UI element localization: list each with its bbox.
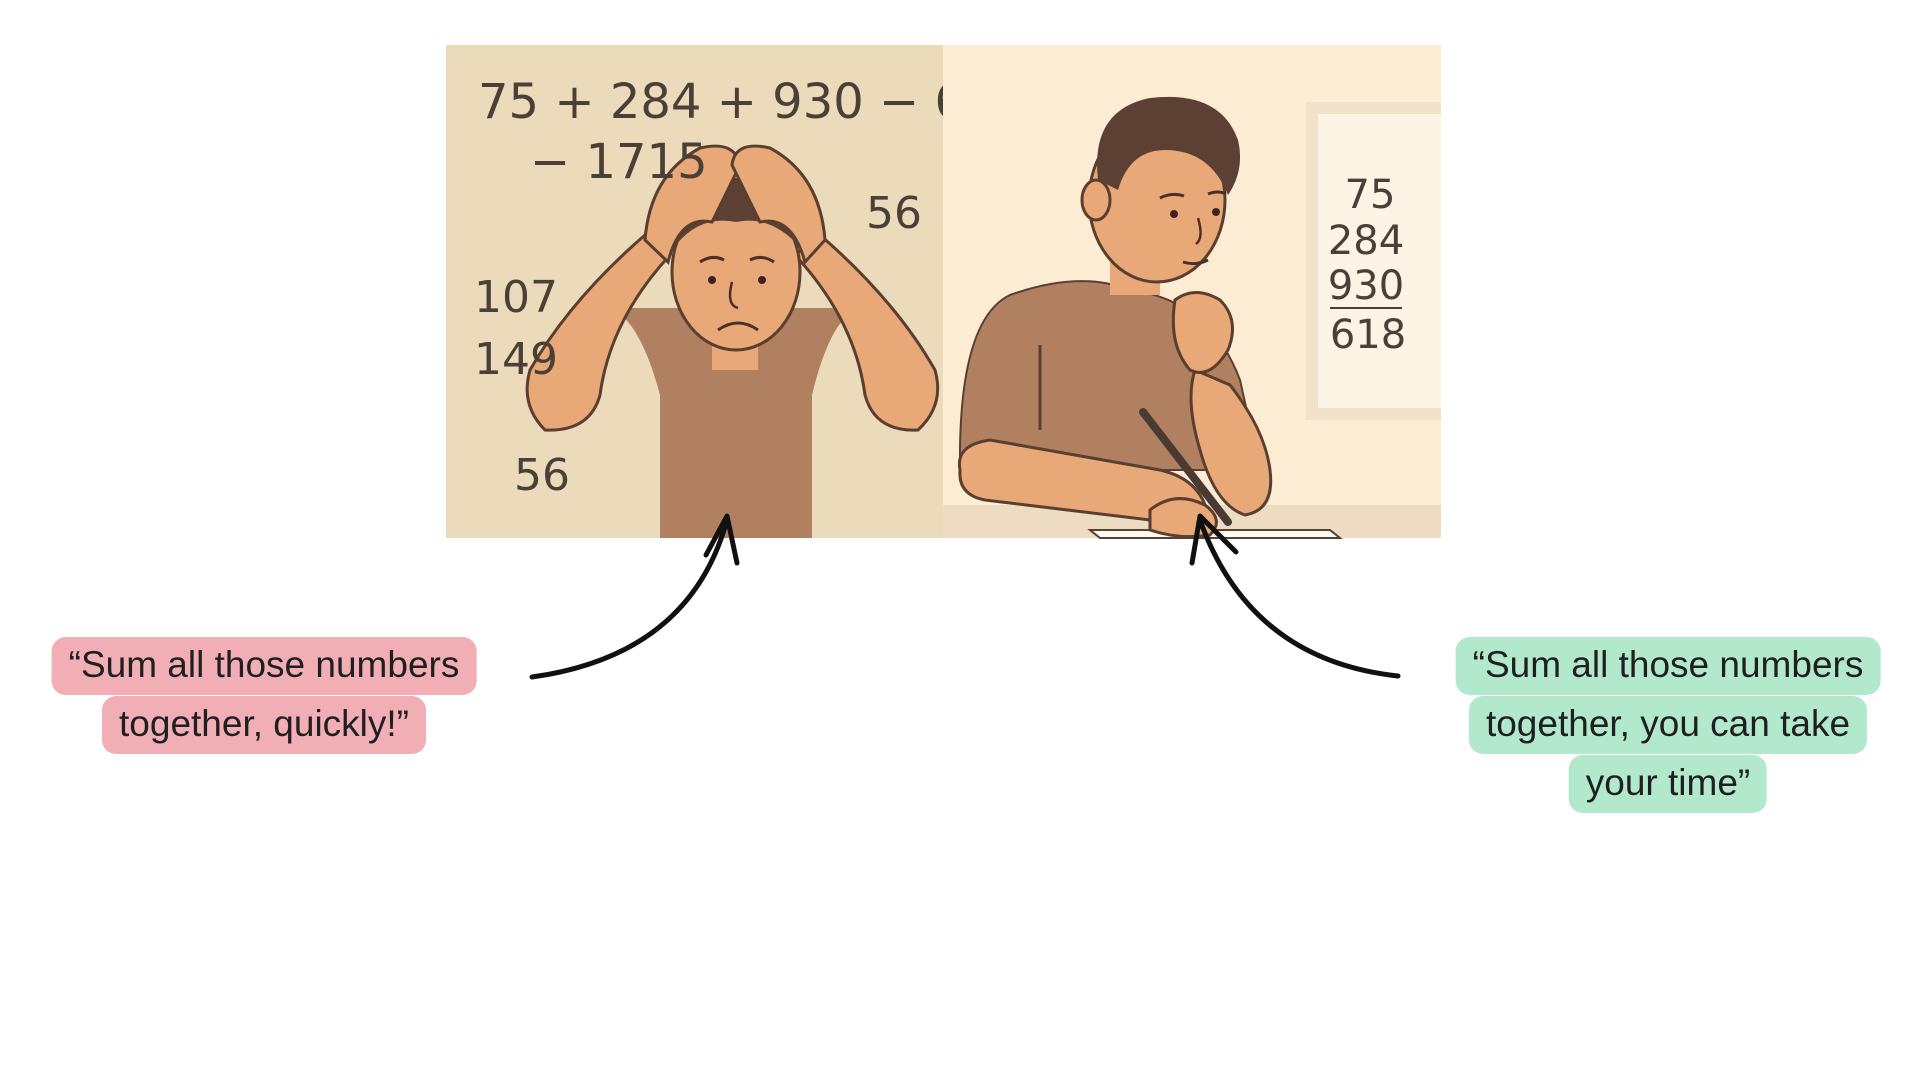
- callout-rushed-line: “Sum all those numbers: [51, 637, 477, 695]
- stressed-person-right-hand: [730, 144, 827, 266]
- whiteboard: [1318, 114, 1441, 408]
- scattered-number: 56: [866, 188, 922, 239]
- equation-line-2: − 1715: [530, 134, 708, 190]
- scattered-number: 107: [474, 272, 558, 323]
- stressed-person-left-brow: [699, 255, 725, 264]
- calm-person-ear: [1080, 178, 1112, 222]
- calm-person-brow: [1207, 190, 1227, 196]
- callout-relaxed-line: “Sum all those numbers: [1455, 637, 1881, 695]
- stressed-person-nose: [728, 281, 739, 310]
- scattered-number: 149: [474, 334, 558, 385]
- arrow-right-curve: [1197, 517, 1401, 679]
- right-panel-calm: 75 284 930 618: [943, 45, 1441, 539]
- stressed-person-right-eye: [758, 276, 766, 284]
- callout-relaxed-line: your time”: [1568, 755, 1768, 813]
- left-panel-stressed: 75 + 284 + 930 − 618 − 1715 56 107 149 5…: [446, 45, 1026, 538]
- calm-person-chin-hand: [1171, 291, 1234, 374]
- arrow-left-curve: [529, 517, 730, 680]
- arrow-right: [1189, 513, 1401, 679]
- column-number: 618: [1330, 312, 1406, 358]
- calm-person-eye: [1170, 210, 1178, 218]
- pen: [1139, 408, 1232, 526]
- stressed-person-right-brow: [749, 255, 775, 264]
- calm-person-eye: [1212, 208, 1220, 216]
- callout-rushed-line: together, quickly!”: [102, 696, 426, 754]
- calm-person-brow: [1159, 192, 1185, 200]
- arrow-left-head: [703, 513, 740, 566]
- equation-line-1: 75 + 284 + 930 − 618: [478, 74, 1026, 130]
- calm-person-thinking-arm: [1189, 367, 1273, 517]
- arrow-right-head: [1189, 513, 1239, 566]
- stressed-person-frown: [717, 321, 759, 332]
- callout-relaxed-line: together, you can take: [1468, 696, 1868, 754]
- calm-person-mouth: [1182, 258, 1209, 266]
- stressed-person-shirt: [610, 308, 858, 538]
- column-number: 284: [1328, 218, 1404, 264]
- calm-person-hair: [1097, 96, 1241, 195]
- calm-person-nose: [1195, 217, 1202, 245]
- scattered-number: 56: [514, 450, 570, 501]
- column-number: 75: [1345, 172, 1396, 218]
- column-number: 930: [1328, 263, 1404, 309]
- arrow-left: [529, 513, 740, 680]
- stressed-person-left-eye: [708, 276, 716, 284]
- stressed-person-left-hand: [643, 144, 742, 265]
